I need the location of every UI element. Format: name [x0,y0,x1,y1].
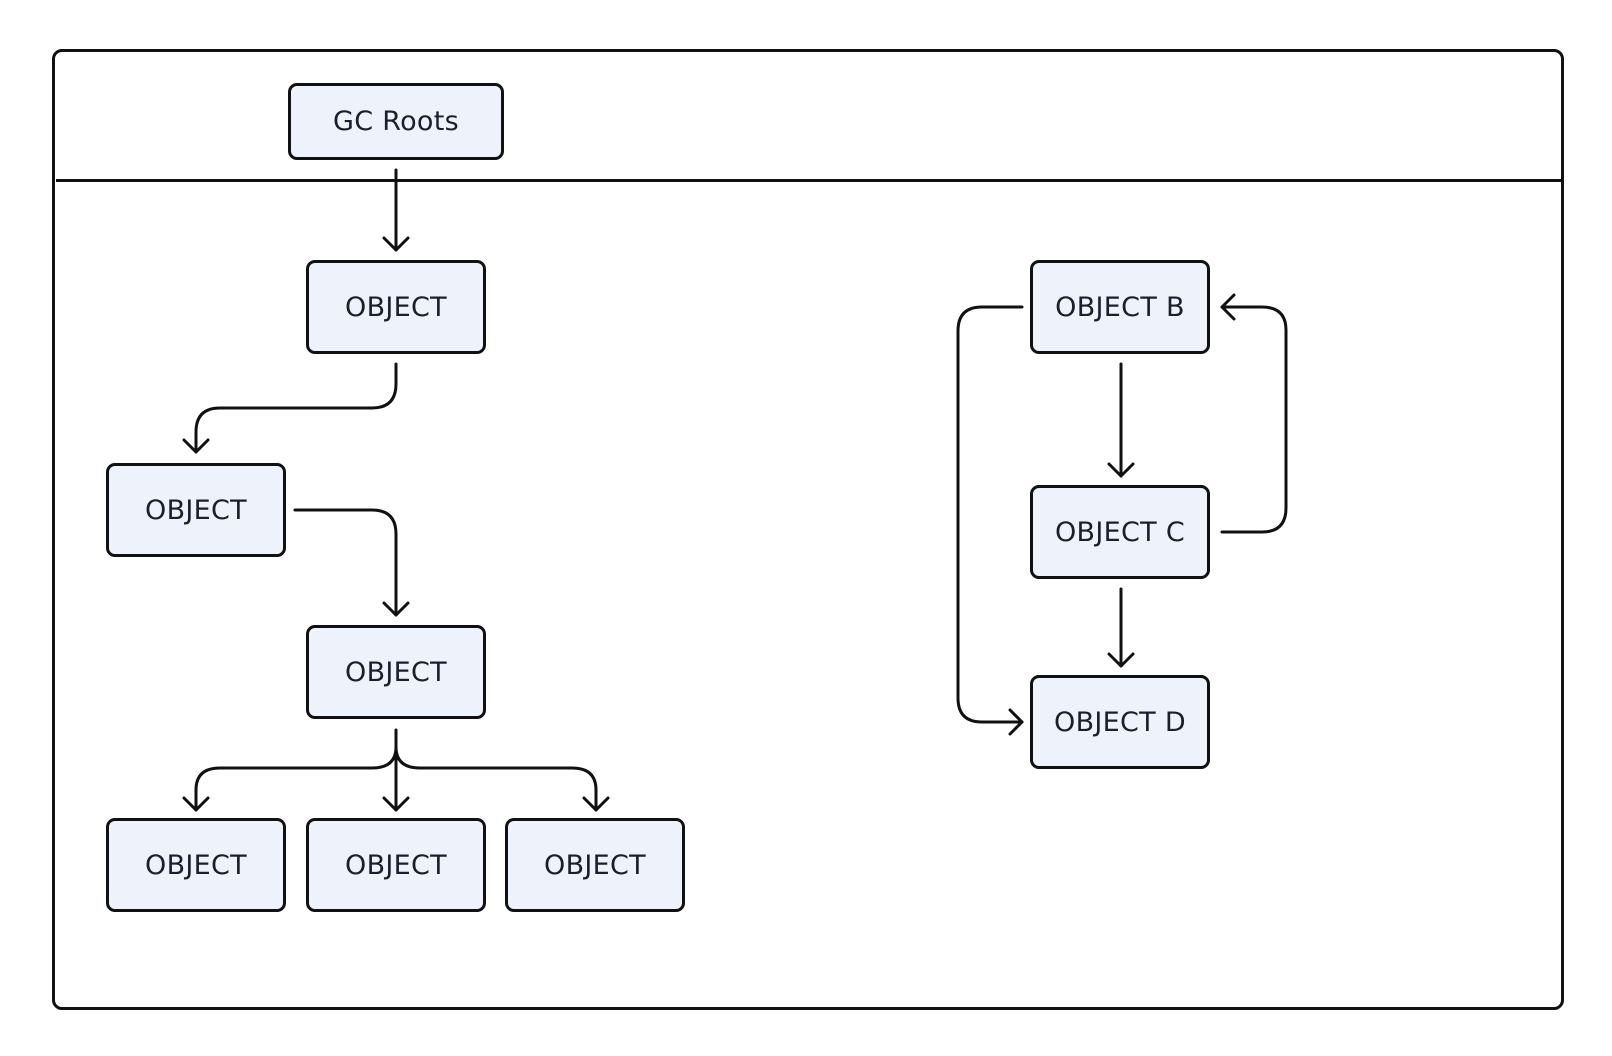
object-node-label: OBJECT [145,849,247,881]
object-b-label: OBJECT B [1055,291,1185,323]
object-b-node: OBJECT B [1030,260,1210,354]
object-c-node: OBJECT C [1030,485,1210,579]
object-node-bottom-right: OBJECT [505,818,685,912]
roots-divider-line [56,179,1561,182]
object-node-left: OBJECT [106,463,286,557]
object-node-label: OBJECT [345,849,447,881]
object-d-label: OBJECT D [1054,706,1186,738]
gc-roots-label: GC Roots [333,106,459,137]
object-node-bottom-left: OBJECT [106,818,286,912]
object-node-label: OBJECT [544,849,646,881]
object-node-label: OBJECT [145,494,247,526]
gc-roots-node: GC Roots [288,83,504,160]
object-node-label: OBJECT [345,291,447,323]
memory-heap-frame [52,49,1564,1010]
object-d-node: OBJECT D [1030,675,1210,769]
object-node-label: OBJECT [345,656,447,688]
object-node-top: OBJECT [306,260,486,354]
object-node-middle: OBJECT [306,625,486,719]
object-c-label: OBJECT C [1055,516,1185,548]
object-node-bottom-center: OBJECT [306,818,486,912]
